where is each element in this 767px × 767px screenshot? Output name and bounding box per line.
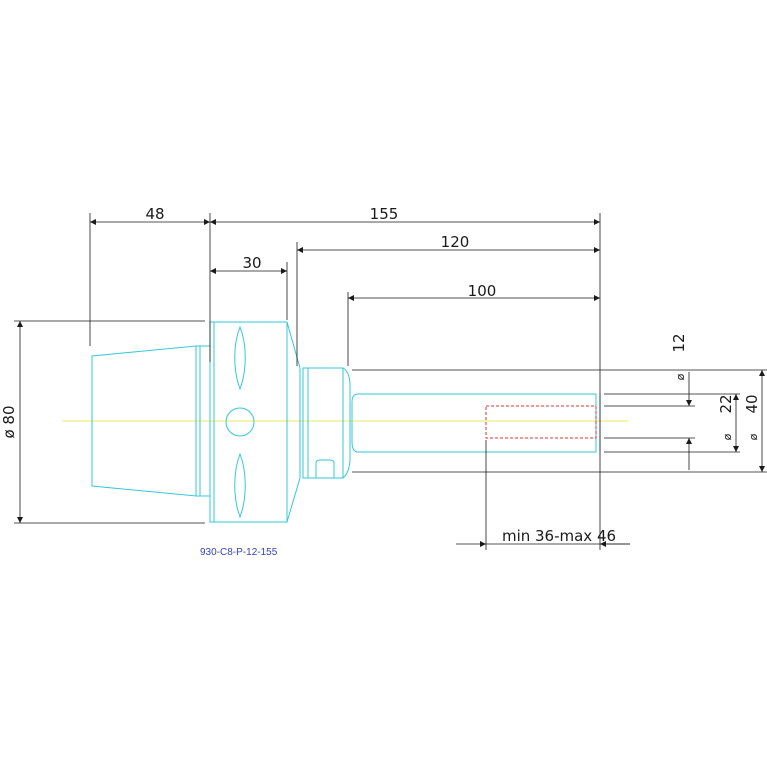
dim-40: 40 <box>743 394 761 413</box>
upper-drive-slot <box>234 325 246 391</box>
dim-12: 12 <box>670 333 688 352</box>
dim-48: 48 <box>145 205 164 223</box>
dia-symbol-40: ø <box>747 433 760 440</box>
hidden-bore <box>485 405 597 439</box>
set-screw <box>315 459 335 478</box>
center-hole <box>225 407 255 437</box>
dim-dia-80: ø 80 <box>0 405 18 438</box>
dia-symbol-22: ø <box>721 433 734 440</box>
dim-depth: min 36-max 46 <box>502 527 616 545</box>
dim-155: 155 <box>370 205 399 223</box>
dia-symbol-12: ø <box>674 373 687 380</box>
dim-22: 22 <box>717 394 735 413</box>
drawing-area <box>0 205 767 560</box>
part-number: 930-C8-P-12-155 <box>200 547 278 558</box>
dim-120: 120 <box>441 233 470 251</box>
collar <box>302 367 344 479</box>
flange-body <box>209 321 288 523</box>
lower-drive-slot <box>234 452 246 519</box>
dim-30: 30 <box>242 254 261 272</box>
extension-shaft <box>351 393 359 453</box>
dim-100: 100 <box>468 282 497 300</box>
